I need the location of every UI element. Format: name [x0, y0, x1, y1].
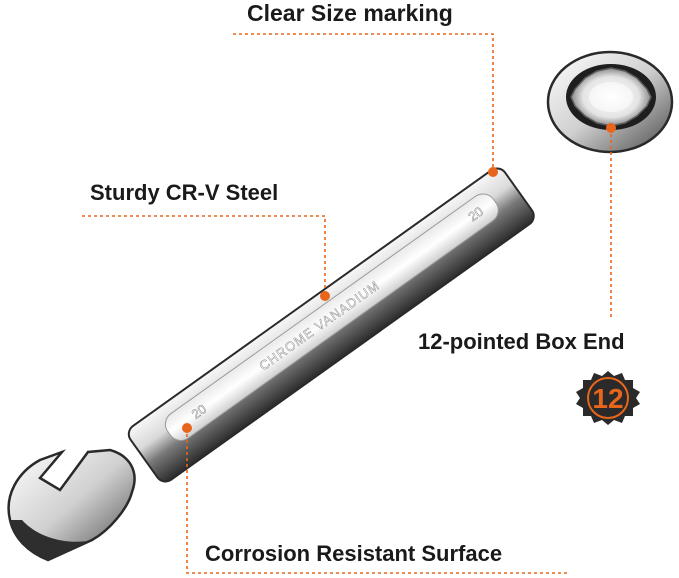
callout-line-clear-size — [233, 33, 494, 172]
callout-dot-sturdy — [320, 291, 330, 301]
wrench-groove — [164, 193, 499, 441]
callout-dot-clear-size — [488, 167, 498, 177]
callout-box-end: 12-pointed Box End — [418, 329, 625, 354]
callout-lines — [82, 33, 612, 574]
twelve-point-badge: 12 — [576, 371, 640, 425]
callout-line-sturdy — [82, 215, 326, 296]
wrench-box-end — [546, 50, 674, 154]
wrench-open-end — [7, 448, 136, 562]
callout-dot-box-end — [606, 123, 616, 133]
callout-corrosion: Corrosion Resistant Surface — [205, 541, 503, 566]
badge-number: 12 — [592, 383, 623, 414]
callout-line-corrosion — [186, 428, 570, 574]
callout-clear-size: Clear Size marking — [247, 0, 453, 26]
callout-dots — [182, 123, 616, 433]
callout-sturdy-steel: Sturdy CR-V Steel — [90, 180, 279, 205]
wrench: CHROME VANADIUM 20 20 — [7, 50, 674, 562]
callout-dot-corrosion — [182, 423, 192, 433]
